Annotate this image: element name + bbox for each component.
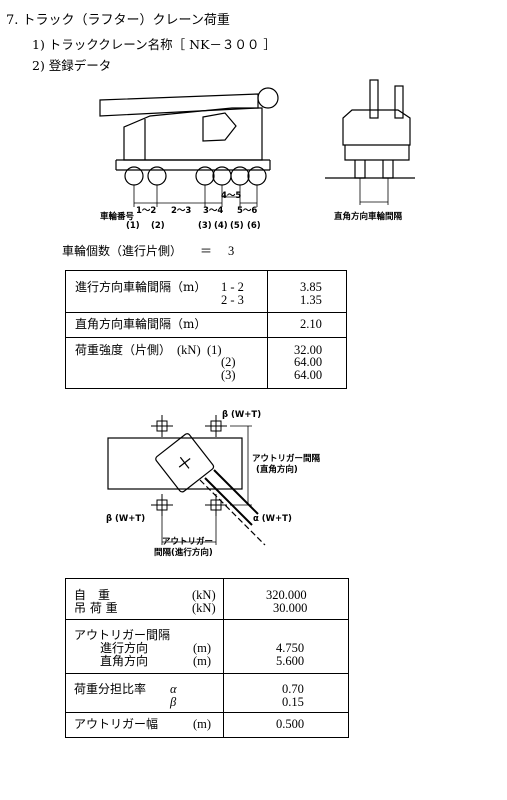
boom-pulley <box>257 87 279 109</box>
end-view-mast-right <box>394 85 404 119</box>
wheel-id: (4) <box>214 221 228 231</box>
outrigger-perp-label: (直角方向) <box>256 465 298 475</box>
wheel-id: (1) <box>126 221 140 231</box>
wheel-count-label: 車輪個数（進行片側） <box>62 244 183 258</box>
spacing-label: 5～6 <box>237 206 258 216</box>
self-weight-label: 自 重 <box>74 588 111 602</box>
wheel-pair: 2 - 3 <box>221 293 244 307</box>
end-view-mast-left <box>369 79 379 119</box>
outrigger-data-table <box>65 578 349 738</box>
wheel-data-table <box>65 270 347 389</box>
load-intensity-unit: (kN) <box>177 343 201 357</box>
wheel-count-eq: ＝ <box>200 244 213 258</box>
wheel-id: (6) <box>247 221 261 231</box>
outrigger-width-value: 0.500 <box>276 717 305 731</box>
wheel-count-value: 3 <box>228 244 235 258</box>
section-title: 7. トラック（ラフター）クレーン荷重 <box>6 13 230 28</box>
outrigger-pads <box>151 415 227 516</box>
hoist-load-value: 30.000 <box>273 601 308 615</box>
load-value: 64.00 <box>294 355 323 369</box>
crane-diagram <box>99 79 415 207</box>
self-weight-value: 320.000 <box>266 588 307 602</box>
perpendicular-spacing-label: 直角方向車輪間隔 <box>334 212 403 222</box>
end-view-wheels <box>354 160 394 179</box>
perp-direction-value: 5.600 <box>276 654 305 668</box>
outrigger-perp-label: アウトリガー間隔 <box>252 454 321 464</box>
chassis-outline <box>107 437 243 490</box>
beta-load-left: β (W+T) <box>106 514 146 524</box>
beta-load-top: β (W+T) <box>222 410 262 420</box>
load-value: 64.00 <box>294 368 323 382</box>
boom-direction <box>199 479 266 546</box>
load-intensity-label: 荷重強度（片側） <box>75 343 172 357</box>
load-value: 32.00 <box>294 343 323 357</box>
travel-direction-value: 4.750 <box>276 641 305 655</box>
perp-spacing-value: 2.10 <box>300 317 322 331</box>
registered-data-heading: 2) 登録データ <box>32 58 112 73</box>
load-wheel-id: (2) <box>221 355 236 369</box>
counterweight <box>202 112 237 142</box>
spacing-label: 3～4 <box>203 206 224 216</box>
travel-spacing-value: 1.35 <box>300 293 322 307</box>
perp-spacing-label: 直角方向車輪間隔（m） <box>75 317 207 331</box>
hoist-load-label: 吊 荷 重 <box>74 601 118 615</box>
load-wheel-id: (3) <box>221 368 236 382</box>
outrigger-travel-label: アウトリガー <box>162 537 214 547</box>
outrigger-spacing-label: アウトリガー間隔 <box>74 628 171 642</box>
crane-cab-top <box>155 433 215 493</box>
load-share-label: 荷重分担比率 <box>74 682 147 696</box>
travel-spacing-label: 進行方向車輪間隔（m） <box>75 280 207 294</box>
outrigger-width-label: アウトリガー幅 <box>74 717 159 731</box>
travel-direction-unit: (m) <box>193 641 212 655</box>
wheel-id: (3) <box>198 221 212 231</box>
hoist-load-unit: (kN) <box>192 601 216 615</box>
outrigger-width-unit: (m) <box>193 717 212 731</box>
alpha-value: 0.70 <box>282 682 304 696</box>
load-wheel-id: (1) <box>207 343 222 357</box>
perp-direction-unit: (m) <box>193 654 212 668</box>
perp-direction-label: 直角方向 <box>100 654 149 668</box>
alpha-symbol: α <box>170 682 177 696</box>
beta-symbol: β <box>170 695 177 709</box>
travel-direction-label: 進行方向 <box>100 641 149 655</box>
wheel-pair: 1 - 2 <box>221 280 244 294</box>
spacing-label: 1～2 <box>136 206 157 216</box>
outrigger-travel-label: 間隔(進行方向) <box>154 548 213 558</box>
outrigger-diagram <box>107 415 266 546</box>
wheel-number-label: 車輪番号 <box>100 212 135 222</box>
end-view-cab <box>342 109 411 146</box>
spacing-label: 4～5 <box>221 191 242 201</box>
spacing-label: 2～3 <box>171 206 192 216</box>
wheel-id: (5) <box>230 221 244 231</box>
wheel-id: (2) <box>151 221 165 231</box>
alpha-load: α (W+T) <box>253 514 292 524</box>
self-weight-unit: (kN) <box>192 588 216 602</box>
travel-spacing-value: 3.85 <box>300 280 322 294</box>
crane-name-line: 1) トラッククレーン名称［ NK－３００ ］ <box>32 37 276 52</box>
beta-value: 0.15 <box>282 695 304 709</box>
